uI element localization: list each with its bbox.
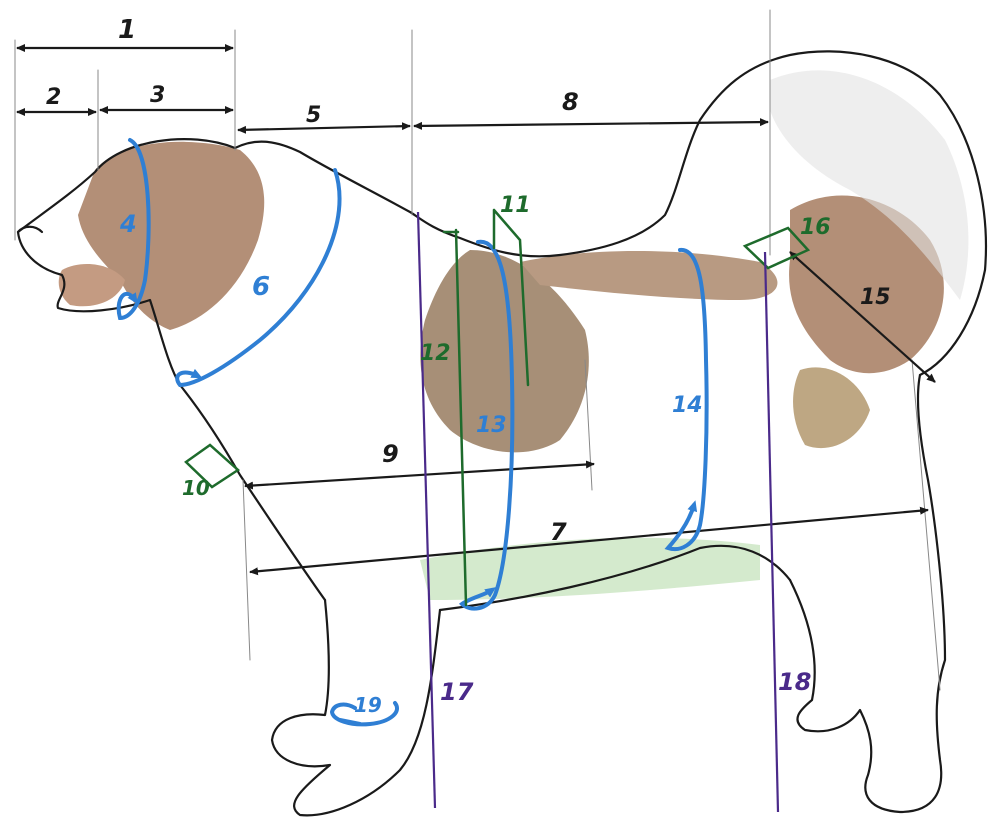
label-2: 2 — [46, 85, 61, 110]
label-8: 8 — [562, 88, 579, 116]
label-7: 7 — [550, 518, 567, 546]
label-6: 6 — [252, 272, 270, 302]
measure-18-line — [765, 252, 778, 812]
back-fur-patch — [520, 251, 777, 300]
head-fur-patch — [78, 142, 264, 330]
label-12: 12 — [420, 341, 451, 366]
label-10: 10 — [182, 476, 210, 500]
label-18: 18 — [778, 668, 811, 696]
hip-fur-patch — [793, 367, 870, 448]
label-9: 9 — [382, 440, 399, 468]
label-5: 5 — [306, 103, 321, 128]
ref-line-elbow — [585, 360, 592, 490]
snout-outline — [18, 227, 42, 232]
measure-8-arrow — [414, 122, 768, 126]
ref-line-chest — [243, 480, 250, 660]
label-4: 4 — [119, 210, 137, 238]
label-19: 19 — [354, 693, 382, 717]
measure-5-arrow — [238, 126, 410, 130]
label-15: 15 — [860, 285, 891, 310]
label-14: 14 — [672, 393, 703, 418]
label-11: 11 — [500, 193, 531, 218]
label-13: 13 — [476, 413, 507, 438]
label-1: 1 — [118, 15, 136, 45]
measure-9-arrow — [245, 464, 594, 486]
label-16: 16 — [800, 215, 831, 240]
label-3: 3 — [150, 83, 165, 108]
label-17: 17 — [440, 678, 474, 706]
fur-patches — [59, 70, 969, 600]
